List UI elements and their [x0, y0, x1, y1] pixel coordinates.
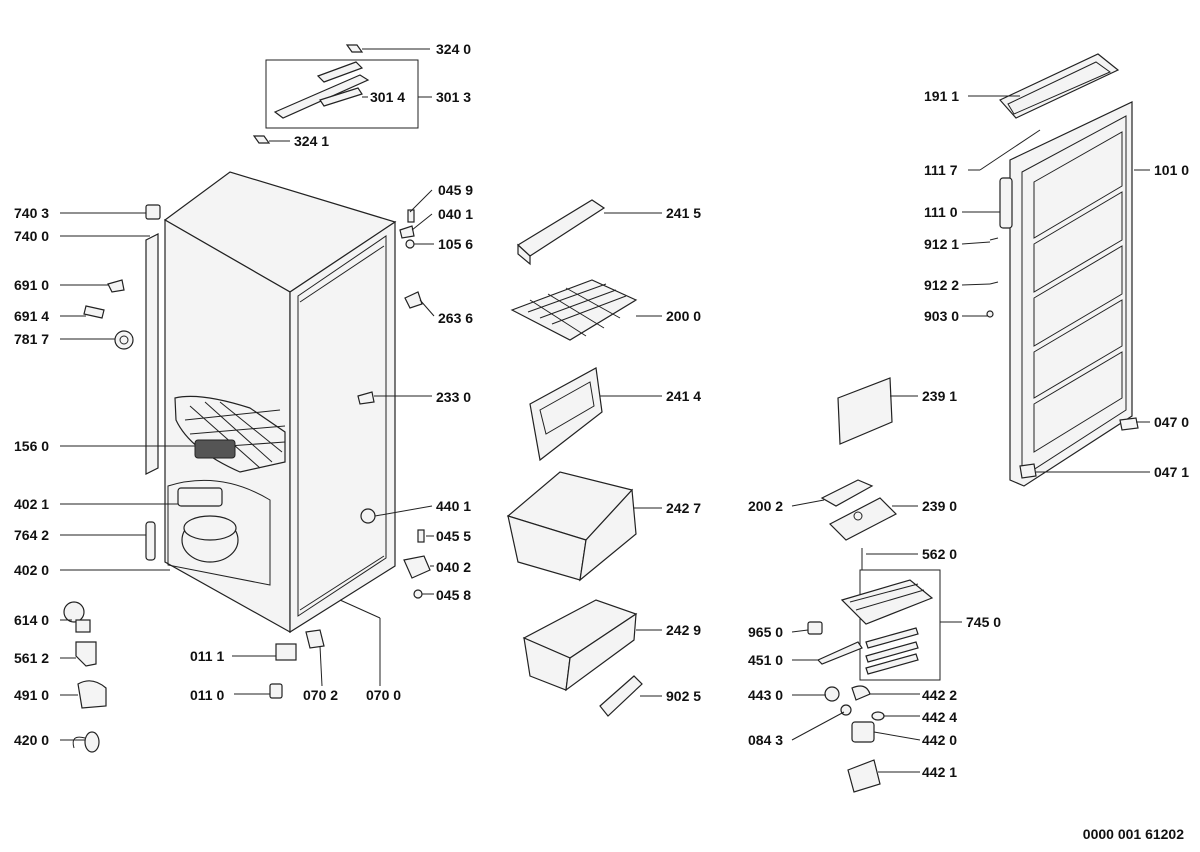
- part-label-301-4: 301 4: [370, 89, 406, 105]
- part-label-111-0: 111 0: [924, 204, 958, 220]
- part-label-912-1: 912 1: [924, 236, 960, 252]
- part-label-070-0: 070 0: [366, 687, 402, 703]
- part-label-301-3: 301 3: [436, 89, 472, 105]
- part-label-562-0: 562 0: [922, 546, 958, 562]
- part-label-324-0: 324 0: [436, 41, 472, 57]
- part-label-233-0: 233 0: [436, 389, 472, 405]
- part-label-324-1: 324 1: [294, 133, 330, 149]
- part-label-084-3: 084 3: [748, 732, 784, 748]
- part-label-443-0: 443 0: [748, 687, 784, 703]
- part-label-451-0: 451 0: [748, 652, 784, 668]
- part-label-420-0: 420 0: [14, 732, 50, 748]
- top-control-parts: [252, 44, 419, 144]
- part-label-740-0: 740 0: [14, 228, 50, 244]
- left-small-parts: [63, 204, 161, 753]
- document-number: 0000 001 61202: [1082, 826, 1184, 842]
- part-label-241-5: 241 5: [666, 205, 702, 221]
- part-label-614-0: 614 0: [14, 612, 50, 628]
- control-parts: [807, 377, 941, 793]
- part-label-442-2: 442 2: [922, 687, 958, 703]
- part-label-105-6: 105 6: [438, 236, 474, 252]
- part-label-200-2: 200 2: [748, 498, 784, 514]
- part-label-781-7: 781 7: [14, 331, 50, 347]
- part-label-040-2: 040 2: [436, 559, 472, 575]
- part-label-011-1: 011 1: [190, 648, 225, 664]
- part-label-740-3: 740 3: [14, 205, 50, 221]
- part-label-101-0: 101 0: [1154, 162, 1190, 178]
- part-label-491-0: 491 0: [14, 687, 50, 703]
- part-label-239-1: 239 1: [922, 388, 958, 404]
- shelves-and-baskets: [506, 199, 643, 717]
- part-label-902-5: 902 5: [666, 688, 702, 704]
- part-label-191-1: 191 1: [924, 88, 960, 104]
- part-label-241-4: 241 4: [666, 388, 702, 404]
- part-label-440-1: 440 1: [436, 498, 472, 514]
- part-label-045-9: 045 9: [438, 182, 474, 198]
- part-label-242-7: 242 7: [666, 500, 702, 516]
- part-label-903-0: 903 0: [924, 308, 960, 324]
- part-label-442-1: 442 1: [922, 764, 958, 780]
- part-label-242-9: 242 9: [666, 622, 702, 638]
- part-label-045-8: 045 8: [436, 587, 472, 603]
- part-label-045-5: 045 5: [436, 528, 472, 544]
- part-label-965-0: 965 0: [748, 624, 784, 640]
- cabinet: [145, 171, 397, 634]
- part-label-764-2: 764 2: [14, 527, 50, 543]
- part-label-047-0: 047 0: [1154, 414, 1190, 430]
- part-label-691-4: 691 4: [14, 308, 50, 324]
- part-label-442-4: 442 4: [922, 709, 958, 725]
- leader-lines: [60, 48, 1150, 773]
- part-label-402-1: 402 1: [14, 496, 50, 512]
- part-label-402-0: 402 0: [14, 562, 50, 578]
- part-label-263-6: 263 6: [438, 310, 474, 326]
- part-label-745-0: 745 0: [966, 614, 1002, 630]
- part-label-239-0: 239 0: [922, 498, 958, 514]
- part-label-561-2: 561 2: [14, 650, 50, 666]
- part-label-442-0: 442 0: [922, 732, 958, 748]
- part-label-200-0: 200 0: [666, 308, 702, 324]
- door-assembly: [986, 53, 1139, 487]
- part-label-047-1: 047 1: [1154, 464, 1190, 480]
- part-label-070-2: 070 2: [303, 687, 339, 703]
- part-label-156-0: 156 0: [14, 438, 50, 454]
- part-label-011-0: 011 0: [190, 687, 225, 703]
- part-label-691-0: 691 0: [14, 277, 50, 293]
- part-label-040-1: 040 1: [438, 206, 474, 222]
- part-label-912-2: 912 2: [924, 277, 960, 293]
- part-label-111-7: 111 7: [924, 162, 958, 178]
